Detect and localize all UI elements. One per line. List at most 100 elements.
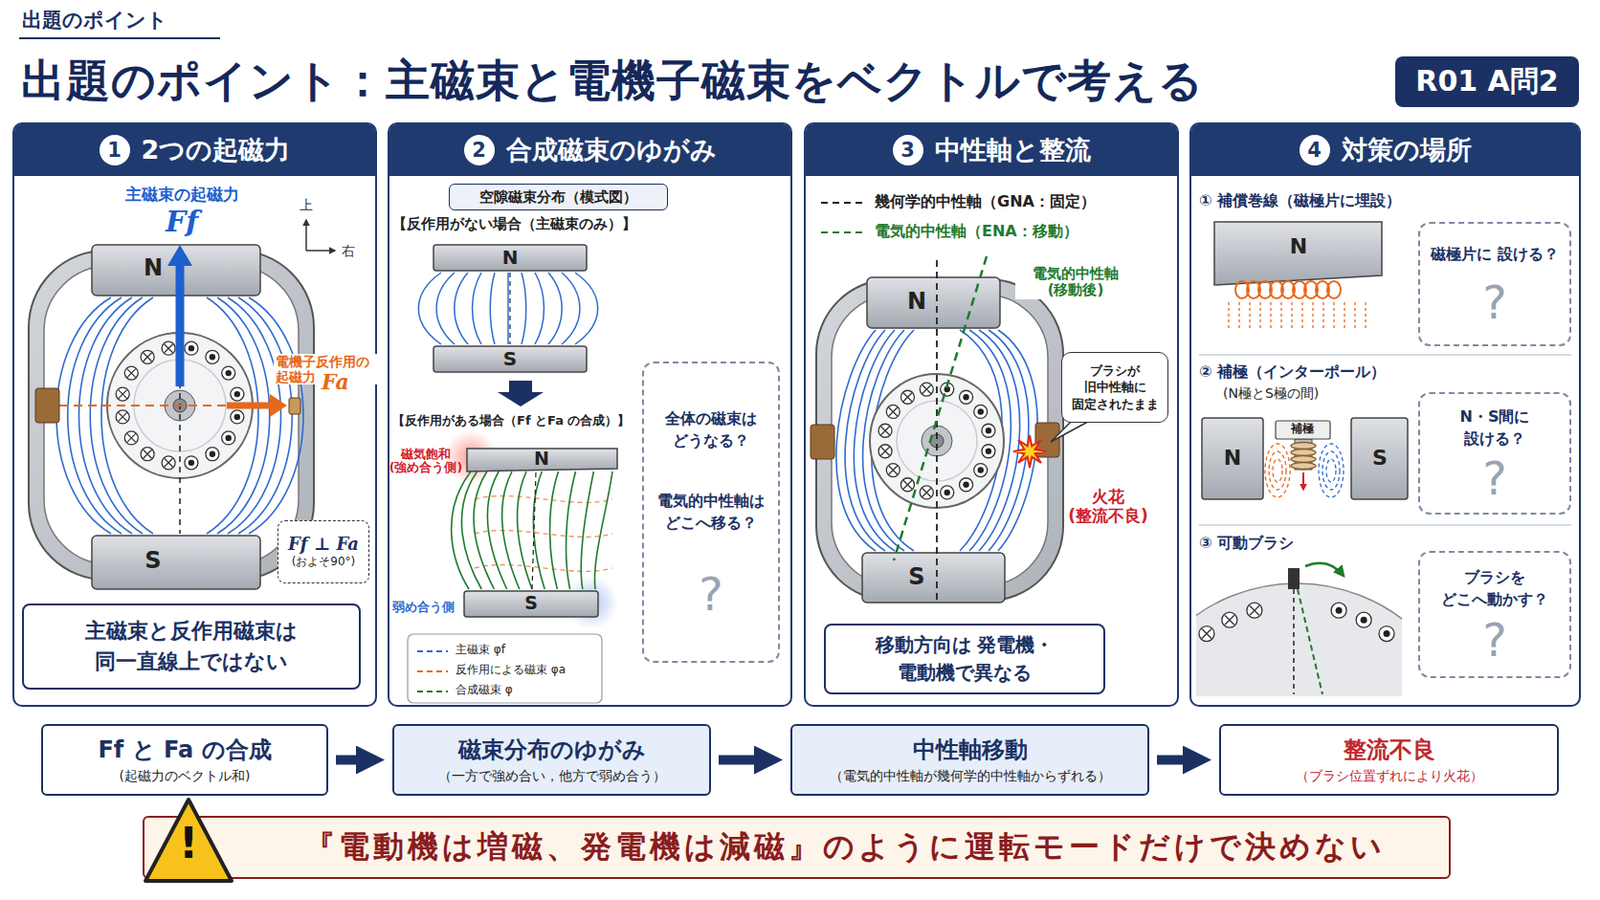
conductor-cross — [164, 344, 174, 354]
gap-flux-figure — [466, 448, 618, 472]
flux-hint — [1364, 302, 1366, 332]
flux-line — [79, 297, 134, 534]
question-box: N・S間に 設ける？? — [1418, 392, 1572, 515]
figure-label: N — [907, 288, 927, 316]
figure-label: 弱め合う側 — [392, 600, 455, 616]
interpole-flux — [1265, 444, 1290, 498]
flux-line — [248, 297, 304, 534]
figure-label: S — [503, 348, 517, 371]
motor-figure-3 — [866, 277, 1000, 329]
flux-line — [575, 272, 599, 345]
conductor-circle — [919, 486, 934, 500]
conductor-cross — [881, 426, 890, 436]
conductor-circle — [919, 382, 934, 397]
conductor-circle — [1222, 612, 1238, 628]
conductor-cross — [164, 458, 174, 467]
conductor-dot — [209, 451, 216, 458]
conductor-circle — [959, 390, 974, 404]
warning-triangle — [145, 800, 232, 882]
spark-symbol — [1013, 435, 1046, 468]
conductor-cross — [1249, 605, 1260, 616]
flux-hint — [1322, 302, 1324, 332]
reaction-flux-line — [474, 496, 613, 504]
legend-sample — [821, 231, 867, 234]
conductor-circle — [115, 410, 130, 424]
conductor-dot — [225, 435, 232, 442]
conductor — [161, 456, 176, 470]
motor-figure-3 — [831, 294, 1048, 586]
figure-label: N — [533, 448, 550, 470]
conductor-cross — [881, 446, 890, 456]
countermeasure-figures — [1275, 421, 1331, 440]
flow-arrow — [718, 755, 760, 766]
flux-hint — [1301, 302, 1303, 332]
conductor-circle — [140, 350, 155, 364]
figure-label: ② 補極（インターポール） — [1199, 363, 1386, 381]
conductor-dot — [985, 448, 992, 455]
conductor-circle — [1246, 602, 1263, 619]
panel-header: 12つの起磁力 — [14, 124, 376, 177]
legend-text: 電気的中性軸（ENA：移動） — [874, 222, 1079, 241]
conductor-circle — [184, 341, 199, 356]
node-text: ? — [1427, 617, 1562, 664]
conductor-dot — [234, 414, 241, 421]
conductor-dot — [209, 354, 216, 360]
title-underline — [19, 37, 221, 40]
countermeasure-figures — [1297, 589, 1323, 695]
node-text: ? — [651, 571, 771, 618]
conductor-circle — [1199, 626, 1215, 643]
conductor-circle — [140, 447, 155, 462]
conductor-dot — [1383, 630, 1391, 638]
conductor — [1378, 626, 1395, 643]
flux-hint — [1354, 302, 1356, 332]
callout-number: 3 — [892, 134, 924, 166]
motor-figure-3 — [810, 256, 1097, 605]
conductor-dot — [977, 466, 984, 473]
motor-figure-1 — [306, 249, 335, 252]
flux-line — [454, 272, 468, 345]
conductor — [205, 447, 220, 462]
interpole-flux — [1326, 459, 1336, 483]
conductor-cross — [118, 412, 128, 422]
panel-title: 2つの起磁力 — [141, 133, 291, 168]
figure-label: 出題のポイント — [22, 8, 168, 32]
armature — [869, 374, 1004, 509]
motor-figure-1 — [28, 250, 314, 580]
motor-figure-1 — [44, 266, 299, 565]
flux-line — [227, 297, 282, 534]
legend-text: 幾何学的中性軸（GNA：固定） — [874, 193, 1096, 211]
motor-figure-1 — [226, 402, 272, 410]
panel-title: 対策の場所 — [1341, 133, 1472, 168]
conductor-cross — [1201, 629, 1212, 640]
node-text: （一方で強め合い，他方で弱め合う） — [403, 768, 700, 786]
figure-label: S — [524, 593, 538, 615]
figure-label: N — [502, 246, 519, 269]
node-text: Ff と Fa の合成 — [52, 734, 317, 766]
flux-line — [534, 272, 544, 345]
process-box: 整流不良（ブラシ位置ずれにより火花） — [1219, 724, 1559, 797]
conductor-circle — [124, 431, 138, 445]
conductor-cross — [922, 385, 932, 395]
conductor-dot — [1335, 607, 1343, 615]
conductor — [959, 390, 974, 404]
figure-label: N — [143, 255, 163, 283]
legend-sample — [821, 201, 867, 204]
armature-arc — [1199, 602, 1395, 642]
conductor-dot — [188, 345, 195, 352]
conductor-circle — [886, 404, 900, 419]
gap-flux-figure — [433, 346, 587, 373]
resultant-flux-line — [566, 471, 577, 590]
flux-hint — [1290, 302, 1292, 332]
conductor-circle — [900, 478, 914, 492]
conductor — [940, 486, 955, 500]
flux-hint — [1280, 302, 1282, 332]
section-panel: 4対策の場所磁極片に 設ける？?N・S間に 設ける？?ブラシを どこへ動かす？? — [1189, 122, 1581, 708]
node-text: (起磁力のベクトル和) — [52, 768, 317, 786]
node-text: ? — [1427, 279, 1562, 326]
figure-label: S — [908, 564, 925, 592]
resultant-flux-line — [594, 471, 613, 590]
countermeasure-figures — [1288, 568, 1300, 590]
interpole-flux — [1268, 451, 1287, 490]
conductor-circle — [205, 447, 220, 462]
